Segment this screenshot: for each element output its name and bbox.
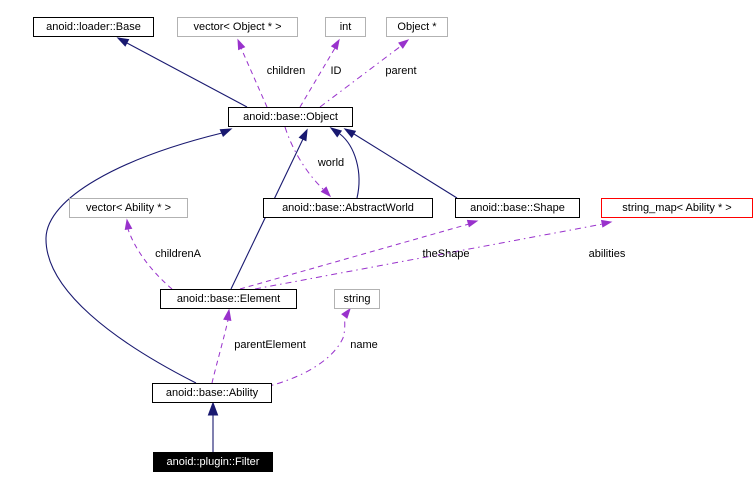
type-node-string: string [334,289,380,309]
class-node-anoid-base-shape[interactable]: anoid::base::Shape [455,198,580,218]
type-node-vector-object-ptr: vector< Object * > [177,17,298,37]
arrowhead-object-from-shape [343,128,357,139]
class-node-anoid-base-abstractworld[interactable]: anoid::base::AbstractWorld [263,198,433,218]
class-node-anoid-base-object[interactable]: anoid::base::Object [228,107,353,127]
arrowhead-object-from-abstractworld [329,127,343,138]
edge-name [246,317,346,392]
inheritance-arrowheads [116,37,357,416]
edge-label-name: name [350,339,378,351]
edge-label-parentelement: parentElement [234,339,306,351]
arrowhead-object-ptr [398,39,410,49]
inheritance-edges [45,37,458,452]
edge-childrena [127,228,173,290]
usage-arrowheads [124,38,613,322]
edge-parentelement [211,319,229,384]
arrowhead-element [223,308,232,322]
arrowhead-loader-base [116,37,130,47]
edge-shape-to-object [353,133,458,199]
arrowhead-object-from-element [298,128,308,142]
arrowhead-vector-ability [124,218,133,231]
arrowhead-shape [466,219,479,228]
type-node-object-ptr: Object * [386,17,448,37]
edge-label-parent: parent [385,65,417,77]
class-node-anoid-base-element[interactable]: anoid::base::Element [160,289,297,309]
edge-label-children: children [266,65,306,77]
edge-theshape [239,223,470,290]
edge-abstractworld-to-object [339,133,360,199]
class-node-anoid-loader-base[interactable]: anoid::loader::Base [33,17,154,37]
arrowhead-int [330,38,340,51]
edge-label-abilities: abilities [588,248,626,260]
arrowhead-object-from-ability [219,128,233,138]
arrowhead-string-map [600,219,613,228]
edge-label-id: ID [330,65,342,77]
edge-label-childrena: childrenA [155,248,201,260]
arrowhead-abstractworld [320,186,332,198]
edge-id [299,47,336,108]
type-node-vector-ability-ptr: vector< Ability * > [69,198,188,218]
edge-label-world: world [317,157,345,169]
edge-label-theshape: theShape [422,248,470,260]
arrowhead-string [341,307,351,319]
edge-parent [319,45,402,108]
class-node-string-map-ability-ptr[interactable]: string_map< Ability * > [601,198,753,218]
edge-ability-to-object [45,132,223,384]
arrowhead-ability-from-filter [207,401,219,416]
edge-abilities [254,223,604,290]
arrowhead-vector-object [237,38,246,51]
edge-children [240,47,268,108]
edge-object-to-loader-base [126,42,248,108]
class-node-anoid-plugin-filter-current: anoid::plugin::Filter [153,452,273,472]
usage-edges [124,38,613,392]
type-node-int: int [325,17,366,37]
class-node-anoid-base-ability[interactable]: anoid::base::Ability [152,383,272,403]
